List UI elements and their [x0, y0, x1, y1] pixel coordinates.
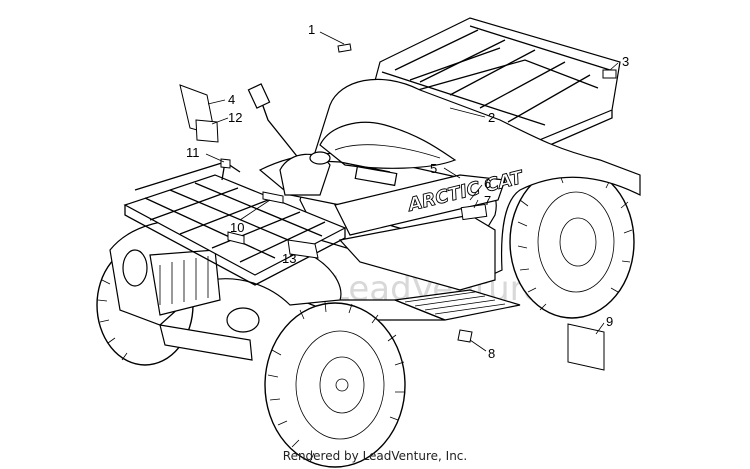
decal-3-shape — [602, 69, 617, 79]
handlebar — [247, 83, 398, 196]
callout-9: 9 — [606, 314, 613, 329]
callout-10: 10 — [230, 220, 244, 235]
decal-8-shape — [457, 329, 473, 343]
callout-8: 8 — [488, 346, 495, 361]
leader-lines — [205, 31, 619, 352]
decal-1-shape — [337, 43, 352, 53]
decal-shapes — [179, 43, 617, 371]
decal-12-shape — [195, 119, 219, 143]
callout-13: 13 — [282, 251, 296, 266]
decal-10-shape — [262, 191, 284, 204]
decal-11-shape — [220, 158, 231, 169]
callout-12: 12 — [228, 110, 242, 125]
callout-11: 11 — [186, 145, 200, 160]
rear-right-tire — [509, 165, 635, 319]
callout-5: 5 — [430, 161, 437, 176]
decal-13-shape — [287, 239, 319, 259]
callout-4: 4 — [228, 92, 235, 107]
callout-2: 2 — [488, 110, 495, 125]
callout-6: 6 — [484, 176, 491, 191]
decal-9-shape — [567, 323, 605, 371]
front-right-tire — [264, 301, 406, 468]
callout-7: 7 — [484, 193, 491, 208]
decal-13a-shape — [227, 231, 245, 245]
callout-labels: 1 2 3 4 5 6 7 8 9 10 11 12 13 — [186, 22, 629, 361]
callout-1: 1 — [308, 22, 315, 37]
footer-credit: Rendered by LeadVenture, Inc. — [282, 449, 468, 463]
callout-3: 3 — [622, 54, 629, 69]
